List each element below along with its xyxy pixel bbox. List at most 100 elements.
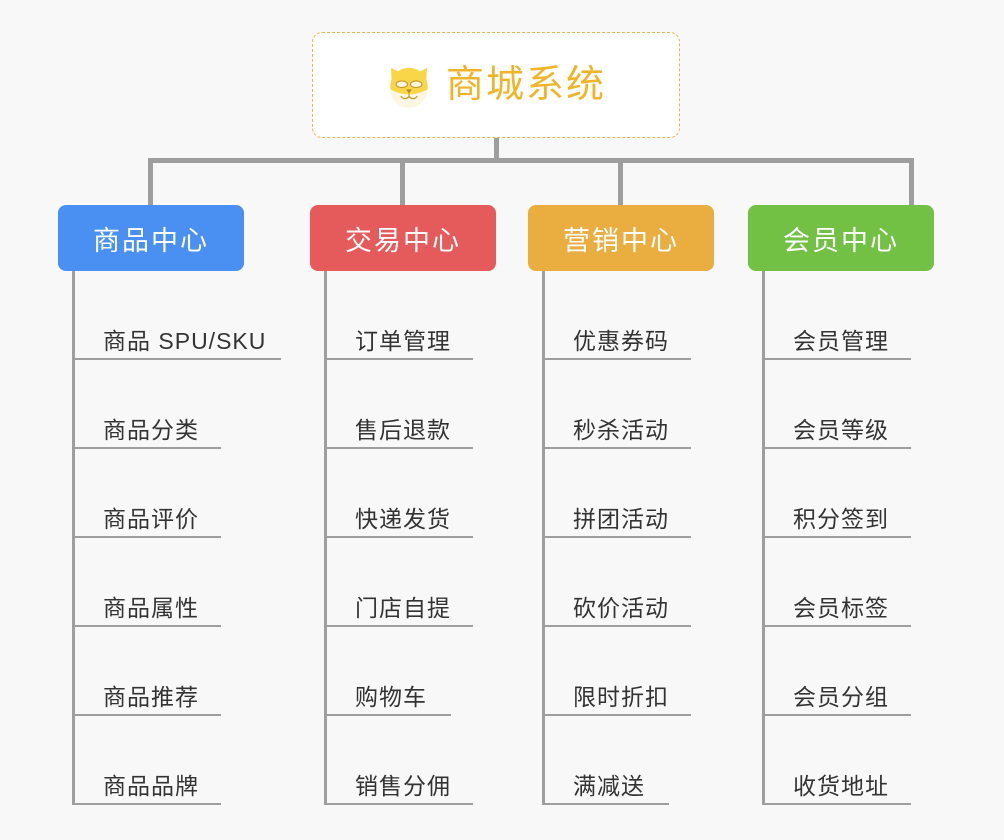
category-header-product-center[interactable]: 商品中心 — [58, 205, 244, 271]
list-item[interactable]: 商品推荐 — [58, 627, 288, 716]
leaf-underline — [73, 536, 221, 538]
leaf-label: 商品属性 — [103, 594, 199, 621]
leaf-list-member-center: 会员管理 会员等级 积分签到 会员标签 会员分组 — [748, 271, 978, 805]
connector-drop-trade-center — [400, 158, 405, 208]
leaf-label: 会员等级 — [793, 416, 889, 443]
list-item[interactable]: 秒杀活动 — [528, 360, 758, 449]
leaf-list-product-center: 商品 SPU/SKU 商品分类 商品评价 商品属性 商品推荐 — [58, 271, 288, 805]
leaf-underline — [325, 358, 473, 360]
category-label-member-center: 会员中心 — [783, 225, 899, 256]
leaf-group-trade-center: 订单管理 售后退款 快递发货 门店自提 购物车 — [310, 271, 540, 805]
list-item[interactable]: 收货地址 — [748, 716, 978, 805]
leaf-label: 秒杀活动 — [573, 416, 669, 443]
list-item[interactable]: 会员分组 — [748, 627, 978, 716]
category-header-trade-center[interactable]: 交易中心 — [310, 205, 496, 271]
leaf-label: 商品品牌 — [103, 772, 199, 799]
leaf-underline — [543, 358, 691, 360]
leaf-underline — [73, 358, 281, 360]
list-item[interactable]: 购物车 — [310, 627, 540, 716]
leaf-underline — [73, 803, 221, 805]
connector-drop-marketing-center — [618, 158, 623, 208]
list-item[interactable]: 订单管理 — [310, 271, 540, 360]
leaf-underline — [763, 358, 911, 360]
list-item[interactable]: 会员标签 — [748, 538, 978, 627]
leaf-group-member-center: 会员管理 会员等级 积分签到 会员标签 会员分组 — [748, 271, 978, 805]
leaf-label: 商品 SPU/SKU — [103, 327, 267, 354]
leaf-underline — [73, 714, 221, 716]
leaf-group-marketing-center: 优惠券码 秒杀活动 拼团活动 砍价活动 限时折扣 — [528, 271, 758, 805]
leaf-underline — [325, 447, 473, 449]
leaf-label: 订单管理 — [355, 327, 451, 354]
list-item[interactable]: 积分签到 — [748, 449, 978, 538]
list-item[interactable]: 满减送 — [528, 716, 758, 805]
leaf-underline — [763, 714, 911, 716]
leaf-label: 门店自提 — [355, 594, 451, 621]
leaf-underline — [325, 536, 473, 538]
leaf-underline — [73, 625, 221, 627]
list-item[interactable]: 商品品牌 — [58, 716, 288, 805]
list-item[interactable]: 售后退款 — [310, 360, 540, 449]
list-item[interactable]: 会员管理 — [748, 271, 978, 360]
category-header-member-center[interactable]: 会员中心 — [748, 205, 934, 271]
category-header-marketing-center[interactable]: 营销中心 — [528, 205, 714, 271]
column-member-center: 会员中心 会员管理 会员等级 积分签到 会员标签 — [748, 205, 978, 805]
leaf-label: 商品分类 — [103, 416, 199, 443]
column-spine-member-center — [762, 271, 765, 805]
connector-drop-member-center — [909, 158, 914, 208]
list-item[interactable]: 拼团活动 — [528, 449, 758, 538]
leaf-underline — [763, 536, 911, 538]
leaf-label: 会员标签 — [793, 594, 889, 621]
leaf-label: 满减送 — [573, 772, 645, 799]
leaf-label: 拼团活动 — [573, 505, 669, 532]
category-label-trade-center: 交易中心 — [345, 225, 461, 256]
leaf-label: 优惠券码 — [573, 327, 669, 354]
leaf-underline — [763, 625, 911, 627]
leaf-underline — [325, 714, 451, 716]
leaf-label: 会员分组 — [793, 683, 889, 710]
category-label-marketing-center: 营销中心 — [563, 225, 679, 256]
column-trade-center: 交易中心 订单管理 售后退款 快递发货 门店自提 — [310, 205, 540, 805]
list-item[interactable]: 商品分类 — [58, 360, 288, 449]
leaf-underline — [763, 447, 911, 449]
list-item[interactable]: 砍价活动 — [528, 538, 758, 627]
list-item[interactable]: 销售分佣 — [310, 716, 540, 805]
leaf-underline — [543, 714, 691, 716]
column-spine-marketing-center — [542, 271, 545, 805]
list-item[interactable]: 商品 SPU/SKU — [58, 271, 288, 360]
leaf-label: 快递发货 — [355, 505, 451, 532]
list-item[interactable]: 快递发货 — [310, 449, 540, 538]
leaf-label: 购物车 — [355, 683, 427, 710]
root-node-shop-system[interactable]: 商城系统 — [312, 32, 680, 138]
leaf-underline — [543, 447, 691, 449]
column-marketing-center: 营销中心 优惠券码 秒杀活动 拼团活动 砍价活动 — [528, 205, 758, 805]
leaf-group-product-center: 商品 SPU/SKU 商品分类 商品评价 商品属性 商品推荐 — [58, 271, 288, 805]
leaf-underline — [73, 447, 221, 449]
leaf-label: 限时折扣 — [573, 683, 669, 710]
connector-root-trunk — [494, 138, 499, 162]
column-spine-product-center — [72, 271, 75, 805]
leaf-label: 收货地址 — [793, 772, 889, 799]
list-item[interactable]: 商品评价 — [58, 449, 288, 538]
leaf-underline — [543, 803, 669, 805]
list-item[interactable]: 商品属性 — [58, 538, 288, 627]
connector-drop-product-center — [148, 158, 153, 208]
leaf-label: 售后退款 — [355, 416, 451, 443]
leaf-underline — [543, 536, 691, 538]
list-item[interactable]: 门店自提 — [310, 538, 540, 627]
leaf-underline — [325, 625, 473, 627]
leaf-underline — [543, 625, 691, 627]
leaf-label: 销售分佣 — [355, 772, 451, 799]
leaf-label: 商品推荐 — [103, 683, 199, 710]
leaf-label: 会员管理 — [793, 327, 889, 354]
leaf-label: 商品评价 — [103, 505, 199, 532]
list-item[interactable]: 优惠券码 — [528, 271, 758, 360]
leaf-list-marketing-center: 优惠券码 秒杀活动 拼团活动 砍价活动 限时折扣 — [528, 271, 758, 805]
connector-horizontal-bus — [148, 158, 914, 163]
leaf-list-trade-center: 订单管理 售后退款 快递发货 门店自提 购物车 — [310, 271, 540, 805]
list-item[interactable]: 限时折扣 — [528, 627, 758, 716]
column-product-center: 商品中心 商品 SPU/SKU 商品分类 商品评价 商品属 — [58, 205, 288, 805]
list-item[interactable]: 会员等级 — [748, 360, 978, 449]
column-spine-trade-center — [324, 271, 327, 805]
leaf-underline — [325, 803, 473, 805]
